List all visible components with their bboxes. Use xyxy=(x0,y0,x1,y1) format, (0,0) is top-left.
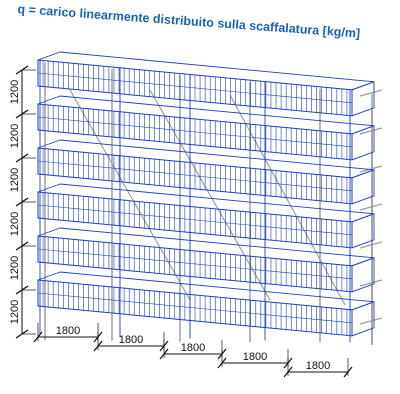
basket-side-face xyxy=(351,81,375,117)
shelf-level xyxy=(37,51,375,117)
vertical-dimension-label: 1200 xyxy=(9,168,21,192)
vertical-dimension-label: 1200 xyxy=(9,80,21,104)
cantilever-arm xyxy=(359,203,383,211)
horizontal-dimension-chain: 1800 1800 1800 1800 1800 xyxy=(33,323,353,378)
cantilever-arm xyxy=(359,165,383,173)
vertical-dimension-label: 1200 xyxy=(9,256,21,280)
basket-side-edge xyxy=(37,95,61,105)
diagonal-brace xyxy=(149,89,271,301)
basket-side-edge xyxy=(37,139,61,149)
shelf-levels xyxy=(37,51,375,337)
basket-side-face xyxy=(351,257,375,293)
basket-side-face xyxy=(351,301,375,337)
horizontal-dimension-label: 1800 xyxy=(306,360,330,372)
cantilever-arm xyxy=(359,241,383,249)
horizontal-dimension-label: 1800 xyxy=(56,325,80,337)
horizontal-dimension-label: 1800 xyxy=(181,342,205,354)
shelf-level xyxy=(37,139,375,205)
cantilever-arm xyxy=(359,279,383,287)
basket-side-edge xyxy=(37,271,61,281)
vertical-dimension-label: 1200 xyxy=(9,212,21,236)
vertical-dimension-label: 1200 xyxy=(9,300,21,324)
shelf-level xyxy=(37,95,375,161)
mesh-rail xyxy=(37,248,353,280)
mesh-rail xyxy=(37,116,353,148)
shelf-level xyxy=(37,183,375,249)
basket-side-edge xyxy=(37,51,61,61)
shelf-level xyxy=(37,227,375,293)
cantilever-arm xyxy=(359,89,383,97)
mesh-rail xyxy=(37,204,353,236)
shelf-level xyxy=(37,271,375,337)
mesh-rail xyxy=(37,160,353,192)
basket-back-edge xyxy=(59,51,375,91)
vertical-dimension-label: 1200 xyxy=(9,124,21,148)
diagonal-brace xyxy=(69,89,191,301)
basket-side-face xyxy=(351,169,375,205)
cantilever-arm xyxy=(359,127,383,135)
rack-frame-front xyxy=(39,60,351,343)
basket-side-edge xyxy=(37,183,61,193)
mesh-rail xyxy=(37,72,353,104)
cantilever-arm xyxy=(359,317,383,325)
horizontal-dimension-label: 1800 xyxy=(243,351,267,363)
basket-side-face xyxy=(351,213,375,249)
diagonal-brace xyxy=(229,94,346,306)
vertical-dimension-chain: 1200 1200 1200 1200 1200 1200 xyxy=(9,65,36,339)
basket-side-edge xyxy=(37,227,61,237)
horizontal-dimension-label: 1800 xyxy=(119,334,143,346)
mesh-rail xyxy=(37,292,353,324)
basket-side-face xyxy=(351,125,375,161)
